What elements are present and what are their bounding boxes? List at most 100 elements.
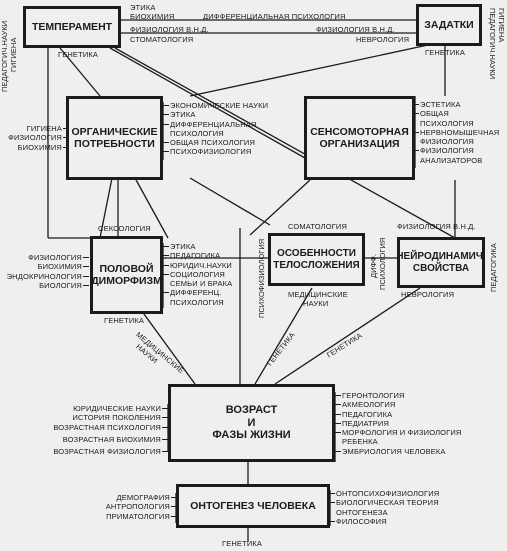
- box-sensomotor-line2: ОРГАНИЗАЦИЯ: [319, 138, 400, 150]
- label-somatology: СОМАТОЛОГИЯ: [288, 222, 348, 231]
- label-med-sci-1: МЕДИЦИНСКИЕ: [288, 290, 348, 299]
- onto-left-item: ДЕМОГРАФИЯ: [100, 493, 177, 502]
- box-temperament-label: ТЕМПЕРАМЕНТ: [31, 20, 113, 33]
- label-genetics-3: ГЕНЕТИКА: [104, 316, 145, 325]
- sex-right-item: ЭТИКА: [162, 242, 232, 251]
- age-right-item: АКМЕОЛОГИЯ: [334, 400, 461, 409]
- onto-right-item: БИОЛОГИЧЕСКАЯ ТЕОРИЯ: [328, 498, 439, 508]
- label-genetics-2: ГЕНЕТИКА: [425, 48, 466, 57]
- sensomotor-right-item: ПСИХОЛОГИЯ: [420, 118, 474, 128]
- organic-left-item: БИОХИМИЯ: [6, 143, 69, 152]
- label-diff-psych-top: ДИФФЕРЕНЦИАЛЬНАЯ ПСИХОЛОГИЯ: [203, 12, 346, 21]
- sex-right-item: ЮРИДИЧ.НАУКИ: [162, 260, 232, 270]
- label-sexology: СЕКСОЛОГИЯ: [98, 224, 151, 233]
- sex-right-item: СОЦИОЛОГИЯ: [162, 270, 232, 279]
- label-gig-right: ГИГИЕНА: [497, 8, 506, 43]
- box-sensomotor-line1: СЕНСОМОТОРНАЯ: [310, 125, 409, 138]
- sex-right-list: ЭТИКА ПЕДАГОГИКА ЮРИДИЧ.НАУКИ СОЦИОЛОГИЯ…: [162, 242, 233, 307]
- sex-right-item: ДИФФЕРЕНЦ.: [162, 288, 232, 297]
- age-right-list: ГЕРОНТОЛОГИЯ АКМЕОЛОГИЯ ПЕДАГОГИКА ПЕДИА…: [334, 391, 462, 456]
- box-ontogenesis: ОНТОГЕНЕЗ ЧЕЛОВЕКА: [176, 484, 330, 528]
- sex-right-item: ПЕДАГОГИКА: [162, 251, 232, 260]
- box-neuro-line2: СВОЙСТВА: [412, 262, 470, 274]
- label-genetics-1: ГЕНЕТИКА: [58, 50, 99, 59]
- box-zadatki: ЗАДАТКИ: [416, 4, 482, 46]
- box-onto-label: ОНТОГЕНЕЗ ЧЕЛОВЕКА: [190, 499, 316, 512]
- organic-left-item: ФИЗИОЛОГИЯ: [6, 133, 69, 142]
- onto-right-item: ОНТОПСИХОФИЗИОЛОГИЯ: [328, 489, 440, 498]
- sensomotor-right-item: ОБЩАЯ: [412, 109, 499, 118]
- organic-right-item: ДИФФЕРЕНЦИАЛЬНАЯ: [162, 120, 268, 129]
- age-right-item: ГЕРОНТОЛОГИЯ: [334, 391, 461, 400]
- organic-right-item: ЭТИКА: [162, 110, 268, 119]
- onto-right-list: ОНТОПСИХОФИЗИОЛОГИЯ БИОЛОГИЧЕСКАЯ ТЕОРИЯ…: [328, 489, 440, 526]
- age-left-item: ВОЗРАСТНАЯ ФИЗИОЛОГИЯ: [30, 447, 168, 456]
- box-age-phases: ВОЗРАСТ И ФАЗЫ ЖИЗНИ: [168, 384, 335, 462]
- box-organic-needs: ОРГАНИЧЕСКИЕ ПОТРЕБНОСТИ: [66, 96, 163, 180]
- label-ped-rot: ПЕДАГОГИКА: [489, 243, 498, 292]
- box-body-line1: ОСОБЕННОСТИ: [277, 248, 356, 259]
- organic-right-item: ОБЩАЯ ПСИХОЛОГИЯ: [162, 138, 268, 147]
- label-diff-rot: ДИФФ.: [369, 254, 378, 278]
- box-sex-line1: ПОЛОВОЙ: [99, 262, 154, 275]
- sex-right-item: СЕМЬИ И БРАКА: [170, 279, 233, 289]
- label-neurology-top: НЕВРОЛОГИЯ: [356, 35, 410, 44]
- onto-right-item: ФИЛОСОФИЯ: [328, 517, 439, 526]
- label-fiz-vnd-3: ФИЗИОЛОГИЯ В.Н.Д.: [397, 222, 476, 231]
- organic-right-item: ПСИХОФИЗИОЛОГИЯ: [162, 147, 268, 156]
- label-gig-left: ГИГИЕНА: [9, 37, 18, 72]
- box-age-line2: И: [247, 416, 256, 429]
- sensomotor-right-item: НЕРВНОМЫШЕЧНАЯ: [412, 127, 500, 137]
- age-right-item: ЭМБРИОЛОГИЯ ЧЕЛОВЕКА: [334, 447, 461, 456]
- age-right-item: ПЕДАГОГИКА: [334, 410, 461, 419]
- label-genetics-bottom: ГЕНЕТИКА: [222, 539, 263, 548]
- box-sex-line2: ДИМОРФИЗМ: [91, 275, 162, 287]
- sex-left-item: ФИЗИОЛОГИЯ: [4, 253, 89, 262]
- sex-right-item: ПСИХОЛОГИЯ: [170, 297, 224, 307]
- age-left-item: ИСТОРИЯ ПОКОЛЕНИЯ: [30, 413, 168, 422]
- organic-left-list: ГИГИЕНА ФИЗИОЛОГИЯ БИОХИМИЯ: [6, 124, 69, 152]
- sensomotor-right-item: ФИЗИОЛОГИЯ: [420, 137, 474, 147]
- sex-left-list: ФИЗИОЛОГИЯ БИОХИМИЯ ЭНДОКРИНОЛОГИЯ БИОЛО…: [4, 253, 89, 290]
- box-age-line1: ВОЗРАСТ: [225, 404, 278, 417]
- sensomotor-right-item: ФИЗИОЛОГИЯ: [412, 146, 499, 155]
- age-left-item: ВОЗРАСТНАЯ БИОХИМИЯ: [30, 435, 168, 444]
- box-sensomotor: СЕНСОМОТОРНАЯ ОРГАНИЗАЦИЯ: [304, 96, 415, 180]
- label-ethics-top: ЭТИКА: [130, 3, 156, 12]
- onto-left-list: ДЕМОГРАФИЯ АНТРОПОЛОГИЯ ПРИМАТОЛОГИЯ: [100, 493, 177, 521]
- box-neurodynamic: НЕЙРОДИНАМИЧ. СВОЙСТВА: [396, 237, 486, 288]
- label-ped-right: ПЕДАГОГИЧ.НАУКИ: [488, 8, 497, 80]
- sensomotor-right-list: ЭСТЕТИКА ОБЩАЯ ПСИХОЛОГИЯ НЕРВНОМЫШЕЧНАЯ…: [412, 100, 500, 165]
- onto-left-item: ПРИМАТОЛОГИЯ: [100, 512, 177, 521]
- label-neurology-mid: НЕВРОЛОГИЯ: [401, 290, 455, 299]
- organic-left-item: ГИГИЕНА: [6, 124, 69, 133]
- box-organic-line1: ОРГАНИЧЕСКИЕ: [71, 125, 158, 138]
- label-biochem-top: БИОХИМИЯ: [130, 12, 175, 21]
- sex-left-item: ЭНДОКРИНОЛОГИЯ: [4, 272, 89, 281]
- age-right-item: МОРФОЛОГИЯ И ФИЗИОЛОГИЯ: [334, 428, 462, 438]
- organic-right-item: ЭКОНОМИЧЕСКИЕ НАУКИ: [162, 101, 269, 110]
- sex-left-item: БИОХИМИЯ: [4, 262, 89, 271]
- label-stomatology: СТОМАТОЛОГИЯ: [130, 35, 194, 44]
- label-fiz-vnd-1: ФИЗИОЛОГИЯ В.Н.Д.: [130, 25, 209, 34]
- sensomotor-right-item: АНАЛИЗАТОРОВ: [420, 155, 483, 165]
- label-psychophys-rot: ПСИХОФИЗИОЛОГИЯ: [257, 238, 266, 318]
- sensomotor-right-item: ЭСТЕТИКА: [412, 100, 499, 109]
- box-body-build: ОСОБЕННОСТИ ТЕЛОСЛОЖЕНИЯ: [268, 233, 365, 286]
- age-left-list: ЮРИДИЧЕСКИЕ НАУКИ ИСТОРИЯ ПОКОЛЕНИЯ ВОЗР…: [30, 404, 168, 456]
- box-temperament: ТЕМПЕРАМЕНТ: [23, 6, 121, 48]
- label-psych-rot: ПСИХОЛОГИЯ: [378, 237, 387, 290]
- box-sex-dimorphism: ПОЛОВОЙ ДИМОРФИЗМ: [90, 236, 163, 314]
- box-organic-line2: ПОТРЕБНОСТИ: [74, 138, 155, 150]
- age-right-item: ПЕДИАТРИЯ: [334, 419, 461, 428]
- onto-right-item: ОНТОГЕНЕЗА: [336, 507, 388, 517]
- label-fiz-vnd-2: ФИЗИОЛОГИЯ В.Н.Д.: [316, 25, 395, 34]
- box-age-line3: ФАЗЫ ЖИЗНИ: [212, 429, 291, 442]
- box-body-line2: ТЕЛОСЛОЖЕНИЯ: [273, 259, 360, 271]
- sex-left-item: БИОЛОГИЯ: [4, 281, 89, 290]
- age-left-item: ЮРИДИЧЕСКИЕ НАУКИ: [30, 404, 168, 413]
- label-ped-left: ПЕДАГОГИЧ.НАУКИ: [0, 20, 9, 92]
- box-zadatki-label: ЗАДАТКИ: [424, 18, 474, 31]
